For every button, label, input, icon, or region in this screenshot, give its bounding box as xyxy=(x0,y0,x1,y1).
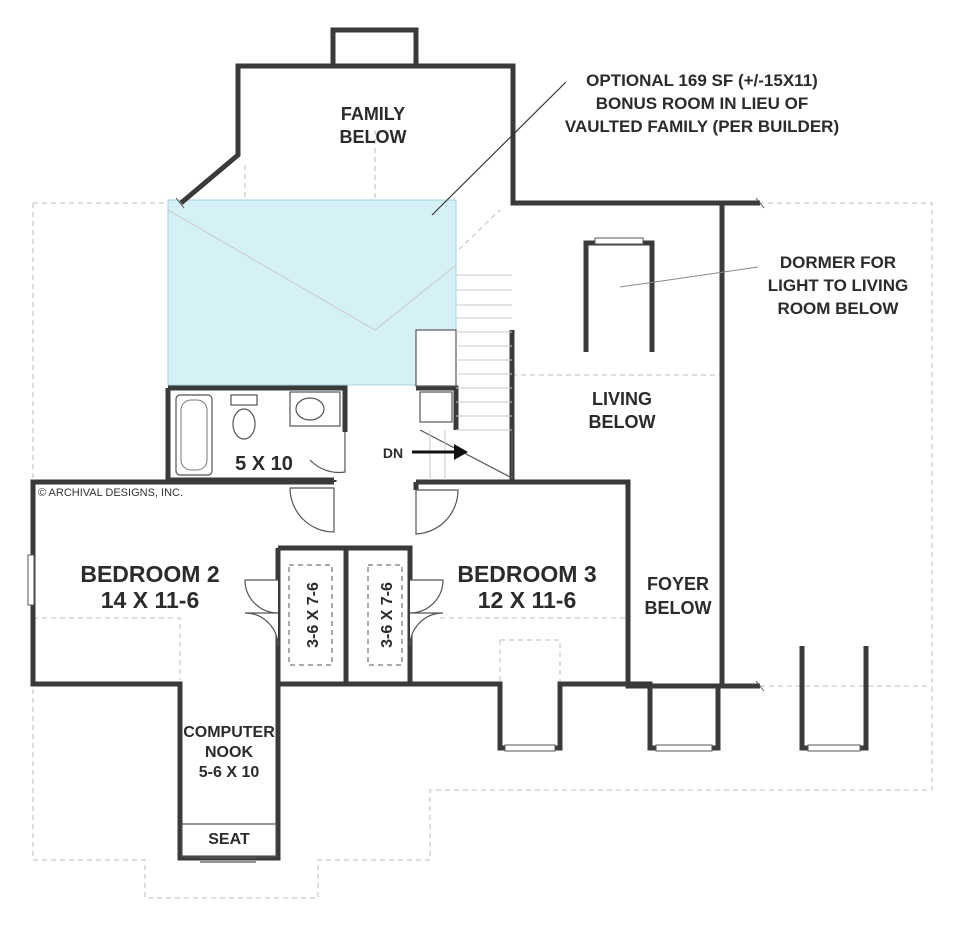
closet-left-rod xyxy=(288,564,333,666)
bedroom3-name: BEDROOM 3 xyxy=(457,561,596,587)
copyright-text: © ARCHIVAL DESIGNS, INC. xyxy=(38,487,183,499)
bonus-note-line2: BONUS ROOM IN LIEU OF xyxy=(596,94,809,113)
stair-arrow-head xyxy=(454,444,468,460)
closet-right-size: 3-6 X 7-6 xyxy=(379,582,396,648)
living-label-line1: LIVING xyxy=(592,389,652,409)
closet-left-size: 3-6 X 7-6 xyxy=(305,582,322,648)
stair-down-label: DN xyxy=(383,445,403,461)
dormer-note-line3: ROOM BELOW xyxy=(778,299,900,318)
dormer-note-line2: LIGHT TO LIVING xyxy=(768,276,908,295)
family-label-line2: BELOW xyxy=(340,127,407,147)
seat-bench xyxy=(181,823,277,858)
foyer-label-line2: BELOW xyxy=(645,598,712,618)
seat-label: SEAT xyxy=(208,831,250,848)
bonus-note-line3: VAULTED FAMILY (PER BUILDER) xyxy=(565,117,839,136)
bonus-room-area xyxy=(167,199,457,386)
bonus-room-hip-lines xyxy=(167,209,457,331)
nook-size: 5-6 X 10 xyxy=(199,764,260,781)
exterior-walls xyxy=(30,27,869,863)
bonus-note-leader xyxy=(431,81,567,216)
nook-label-line2: NOOK xyxy=(205,744,253,761)
windows xyxy=(27,237,861,752)
closet-right-rod xyxy=(367,564,403,666)
family-label-line1: FAMILY xyxy=(341,104,405,124)
doors xyxy=(244,432,459,647)
living-label-line2: BELOW xyxy=(589,412,656,432)
nook-label-line1: COMPUTER xyxy=(183,724,275,741)
bedroom2-name: BEDROOM 2 xyxy=(80,561,219,587)
bath-fixtures xyxy=(175,391,341,476)
vanity xyxy=(289,391,341,427)
wall-ticks xyxy=(175,197,765,692)
toilet-tank xyxy=(230,394,258,406)
bathtub xyxy=(175,394,213,476)
bath-size: 5 X 10 xyxy=(235,453,293,475)
linen-closet xyxy=(415,329,457,387)
linen-shelf xyxy=(419,391,453,423)
foyer-label-line1: FOYER xyxy=(647,574,709,594)
bonus-note-line1: OPTIONAL 169 SF (+/-15X11) xyxy=(586,71,818,90)
dormer-note-leader xyxy=(619,266,759,288)
sink-basin xyxy=(295,397,325,421)
bedroom2-size: 14 X 11-6 xyxy=(101,587,199,613)
toilet-bowl xyxy=(232,408,256,440)
dormer-note-line1: DORMER FOR xyxy=(780,253,896,272)
staircase xyxy=(419,274,513,480)
bedroom3-size: 12 X 11-6 xyxy=(478,587,576,613)
